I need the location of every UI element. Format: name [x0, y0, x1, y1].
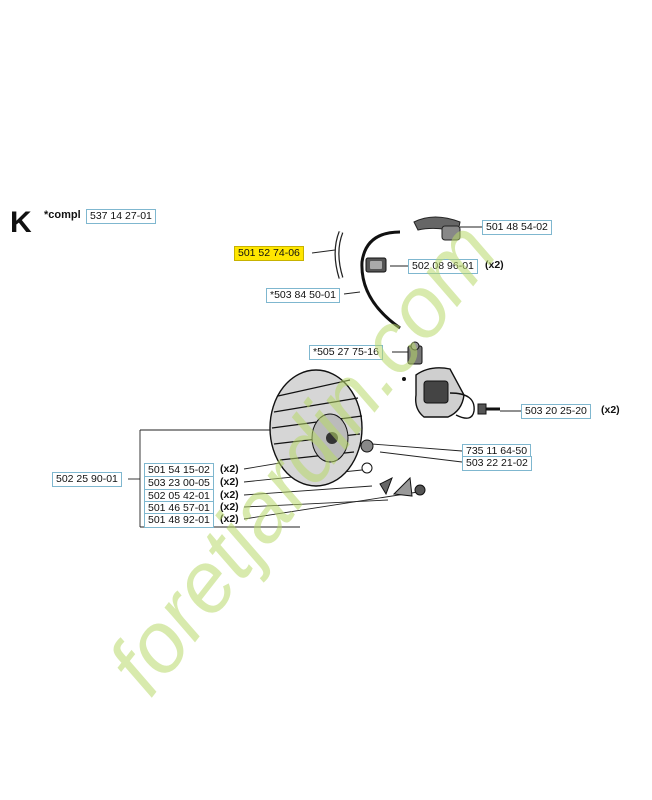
grommet-part	[365, 257, 387, 273]
nut-part	[360, 439, 374, 453]
part-label[interactable]: *503 84 50-01	[266, 288, 340, 303]
part-label[interactable]: 735 11 64-50	[462, 444, 532, 459]
part-quantity: (x2)	[220, 513, 239, 525]
svg-text:foretjardin.com: foretjardin.com	[89, 204, 515, 711]
part-label-highlighted[interactable]: 501 52 74-06	[234, 246, 304, 261]
part-label[interactable]: *505 27 75-16	[309, 345, 383, 360]
leader-line	[379, 451, 463, 463]
part-quantity: (x2)	[220, 476, 239, 488]
compl-label: *compl	[44, 209, 81, 221]
part-quantity: (x2)	[485, 259, 504, 271]
screw-part	[477, 403, 500, 415]
spark-plug-cap	[413, 216, 461, 241]
pawl-part	[379, 476, 393, 496]
part-label[interactable]: 502 08 96-01	[408, 259, 478, 274]
part-label[interactable]: 503 22 21-02	[462, 456, 532, 471]
leader-line	[243, 499, 389, 508]
part-label[interactable]: 502 25 90-01	[52, 472, 122, 487]
ignition-module	[402, 367, 475, 419]
spring-part	[414, 484, 426, 496]
part-quantity: (x2)	[220, 489, 239, 501]
washer-part	[361, 462, 373, 474]
part-quantity: (x2)	[220, 463, 239, 475]
pawl-part-2	[392, 476, 413, 497]
leader-line	[343, 291, 361, 295]
part-quantity: (x2)	[220, 501, 239, 513]
flywheel-part	[269, 369, 363, 487]
part-label[interactable]: 503 20 25-20	[521, 404, 591, 419]
part-label[interactable]: 503 23 00-05	[144, 476, 214, 491]
part-label[interactable]: 502 05 42-01	[144, 489, 214, 504]
part-label[interactable]: 501 48 92-01	[144, 513, 214, 528]
compl-part-number: 537 14 27-01	[86, 209, 156, 224]
ignition-cable	[360, 230, 401, 330]
part-label[interactable]: 501 54 15-02	[144, 463, 214, 478]
connector-part	[407, 341, 423, 365]
leader-line	[243, 491, 419, 520]
part-quantity: (x2)	[601, 404, 620, 416]
leader-line	[371, 443, 463, 452]
leader-line	[243, 485, 373, 496]
section-letter: K	[10, 206, 32, 239]
part-label[interactable]: 501 48 54-02	[482, 220, 552, 235]
leader-line	[311, 249, 336, 254]
